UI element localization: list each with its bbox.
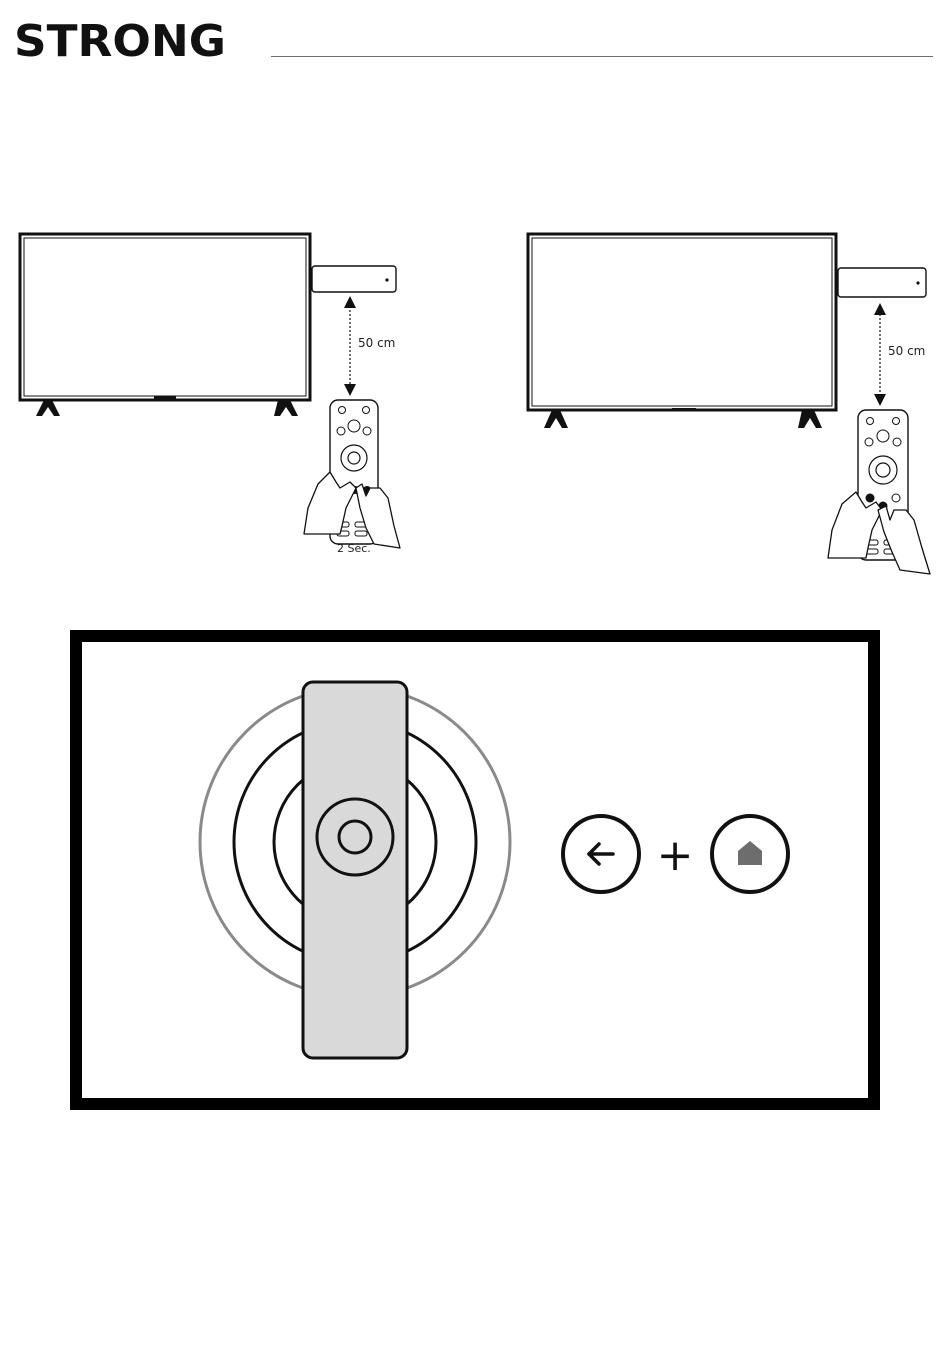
distance-label: 50 cm: [358, 336, 395, 350]
distance-arrow: [874, 303, 886, 406]
tv-icon: [528, 234, 836, 428]
distance-label: 50 cm: [888, 344, 925, 358]
tv-icon: [20, 234, 310, 416]
home-button-icon: [712, 816, 788, 892]
hold-duration-label: 2 Sec.: [337, 542, 371, 555]
distance-arrow: [344, 296, 356, 396]
brand-logo: STRONG: [14, 16, 234, 64]
brand-logo-text: STRONG: [14, 16, 226, 64]
tv-receiver-icon: [312, 266, 396, 292]
pairing-illustration-right: 50 cm: [522, 228, 942, 580]
combine-plus-symbol: +: [657, 830, 694, 881]
pairing-illustration-left: 50 cm 2 Sec.: [14, 226, 414, 556]
back-button-icon: [563, 816, 639, 892]
page-header: STRONG: [0, 0, 950, 80]
pairing-instruction-panel: +: [70, 630, 880, 1110]
tv-receiver-icon: [838, 268, 926, 297]
header-rule: [271, 56, 933, 57]
remote-control-icon: [303, 682, 407, 1058]
